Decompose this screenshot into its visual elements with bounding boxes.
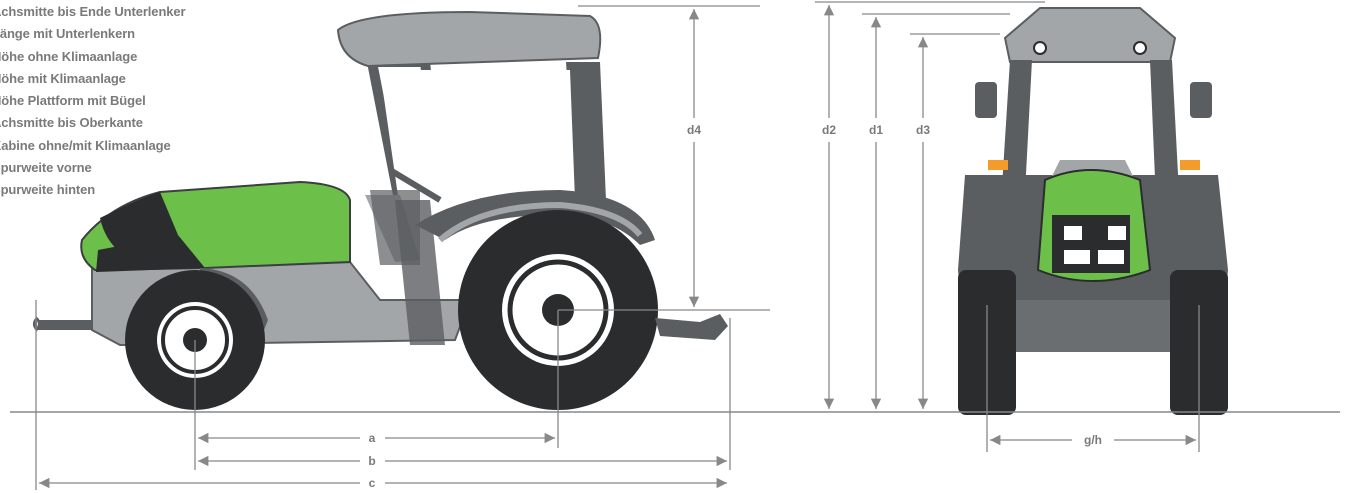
legend-item: Achsmitte bis Oberkante	[0, 115, 143, 131]
dimension-legend: Achsmitte bis Ende Unterlenker Länge mit…	[0, 1, 186, 202]
dimension-label-d2: d2	[822, 123, 836, 137]
tractor-side-view	[33, 10, 728, 410]
legend-item: Spurweite hinten	[0, 182, 96, 198]
dimension-label-c: c	[369, 476, 376, 490]
legend-item: Länge mit Unterlenkern	[0, 26, 135, 42]
tractor-front-view	[958, 7, 1228, 415]
dimension-label-d4: d4	[687, 123, 701, 137]
legend-item: Spurweite vorne	[0, 160, 92, 176]
dimension-label-b: b	[368, 454, 375, 468]
legend-item: Höhe ohne Klimaanlage	[0, 48, 138, 64]
legend-item: Kabine ohne/mit Klimaanlage	[0, 137, 171, 153]
legend-item: Achsmitte bis Ende Unterlenker	[0, 4, 186, 19]
legend-item: Höhe Plattform mit Bügel	[0, 93, 146, 109]
dimension-label-d1: d1	[869, 123, 883, 137]
legend-item: Höhe mit Klimaanlage	[0, 70, 126, 86]
dimension-label-a: a	[369, 431, 376, 445]
dimension-label-d3: d3	[916, 123, 930, 137]
dimension-label-gh: g/h	[1084, 433, 1102, 447]
